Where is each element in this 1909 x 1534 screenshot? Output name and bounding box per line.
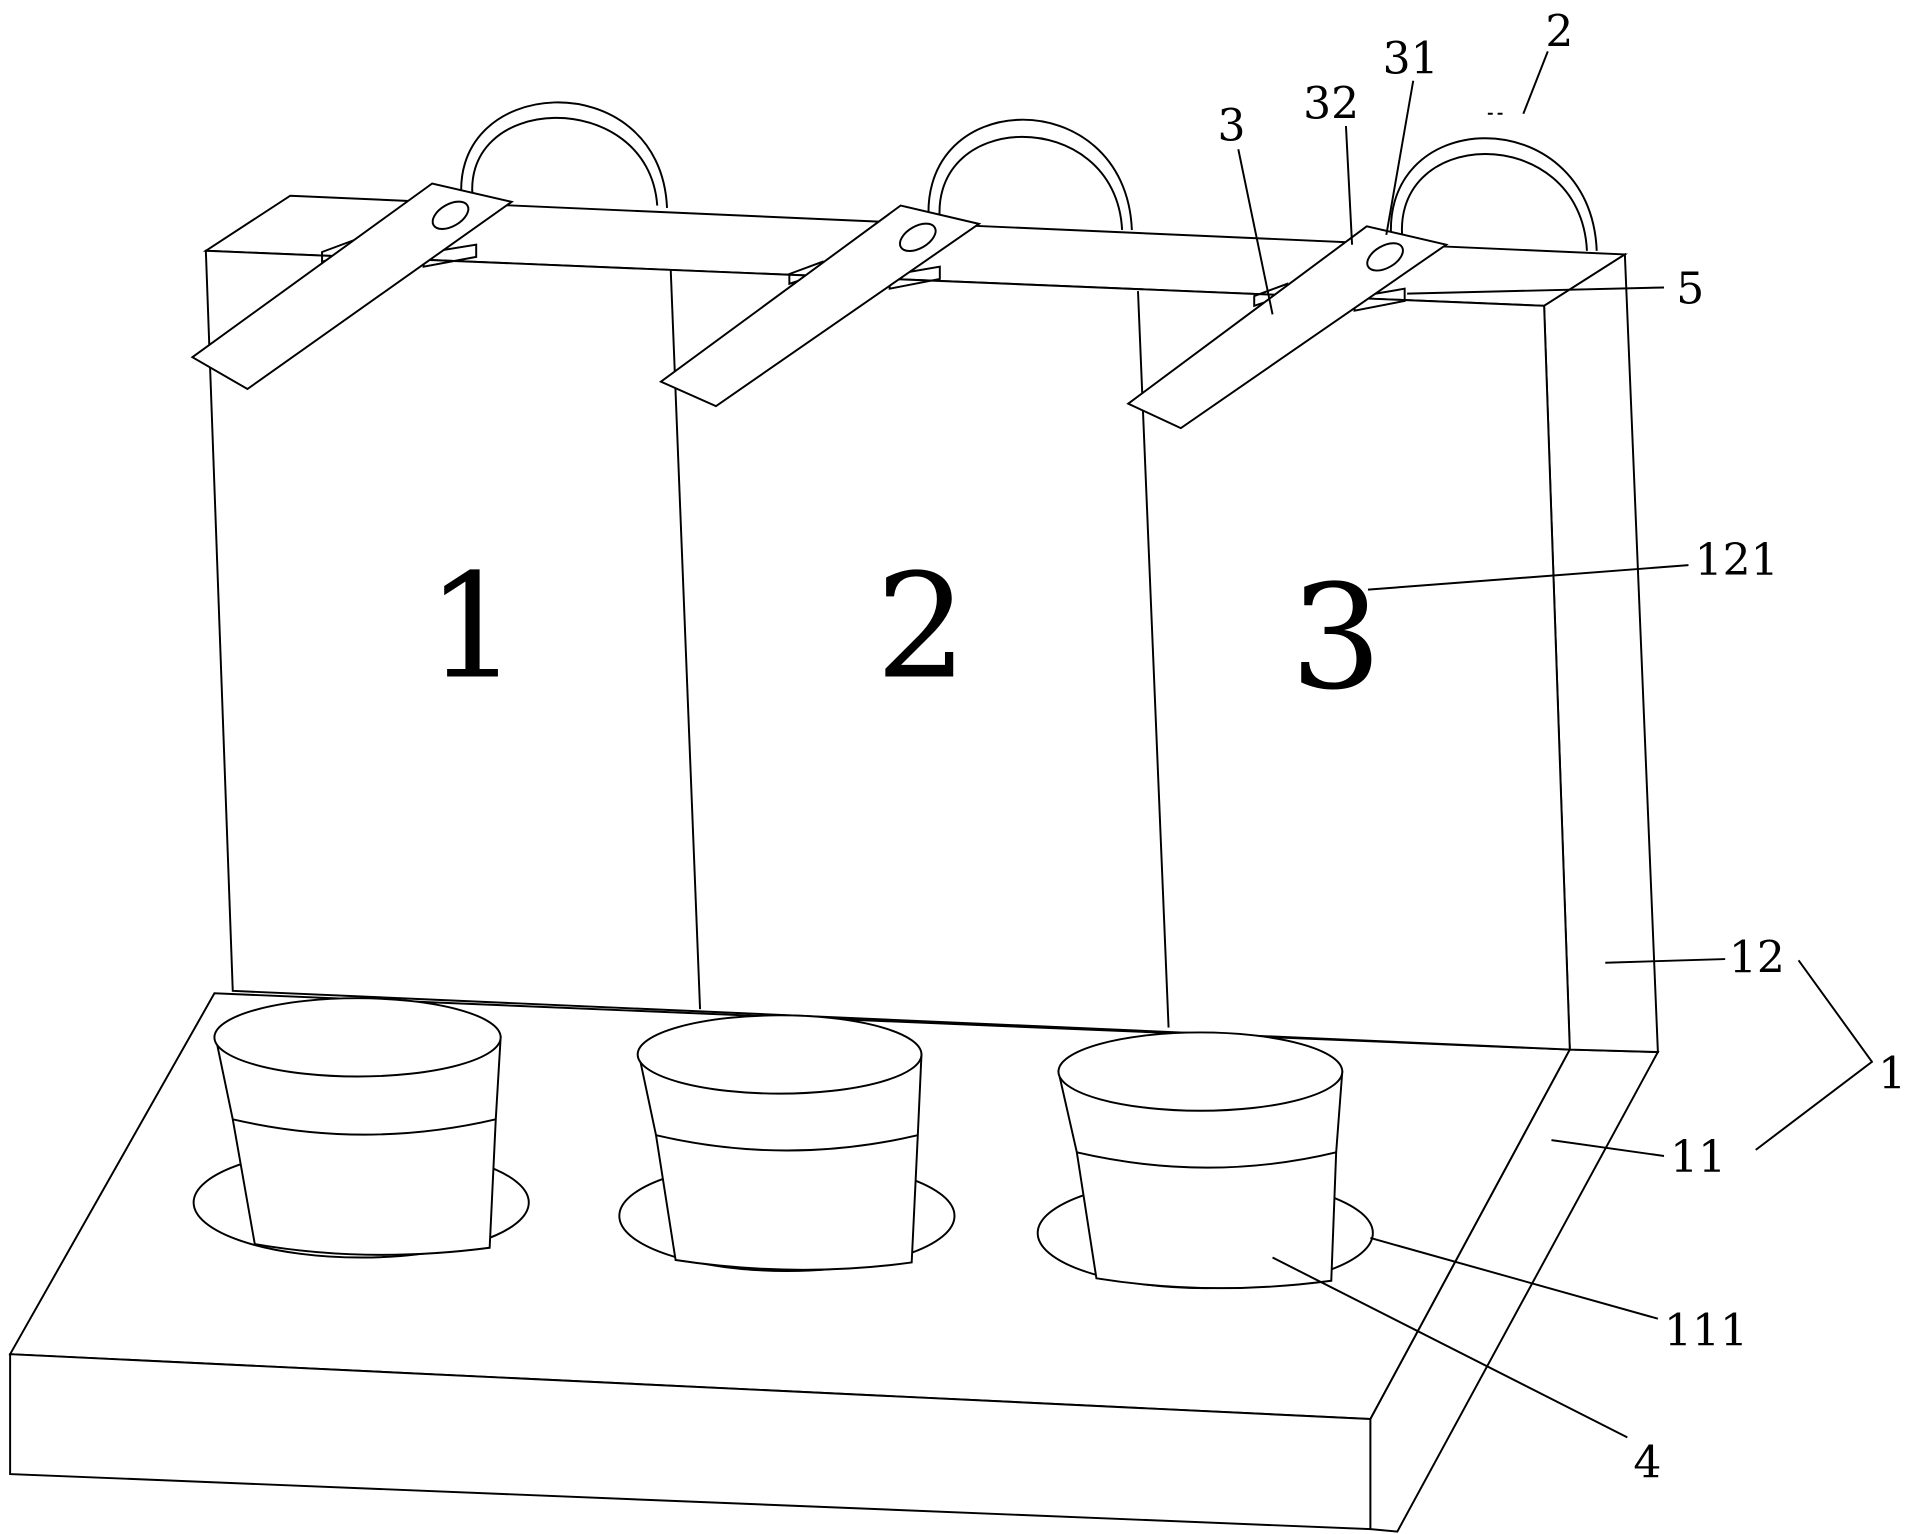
clip-1 (190, 101, 669, 391)
label-121: 121 (1695, 535, 1779, 586)
panel-number-1: 1 (427, 543, 519, 711)
label-31: 31 (1383, 33, 1439, 84)
label-1: 1 (1878, 1049, 1906, 1100)
label-3: 3 (1218, 101, 1246, 152)
label-12: 12 (1729, 933, 1785, 984)
pot-3 (1057, 1031, 1344, 1290)
clip-2 (658, 118, 1133, 408)
label-32: 32 (1303, 79, 1359, 130)
label-111: 111 (1664, 1306, 1748, 1357)
label-5: 5 (1676, 263, 1704, 314)
pots (192, 997, 1374, 1290)
pot-2 (636, 1014, 923, 1271)
panel-number-3: 3 (1290, 554, 1382, 722)
leader-lines (1237, 51, 1874, 1439)
clip-3 (1126, 112, 1598, 430)
label-11: 11 (1670, 1132, 1726, 1183)
panel-number-2: 2 (876, 543, 968, 711)
label-2: 2 (1545, 6, 1573, 57)
pot-1 (213, 997, 502, 1256)
label-4: 4 (1633, 1438, 1661, 1489)
back-panel (202, 194, 1659, 1054)
